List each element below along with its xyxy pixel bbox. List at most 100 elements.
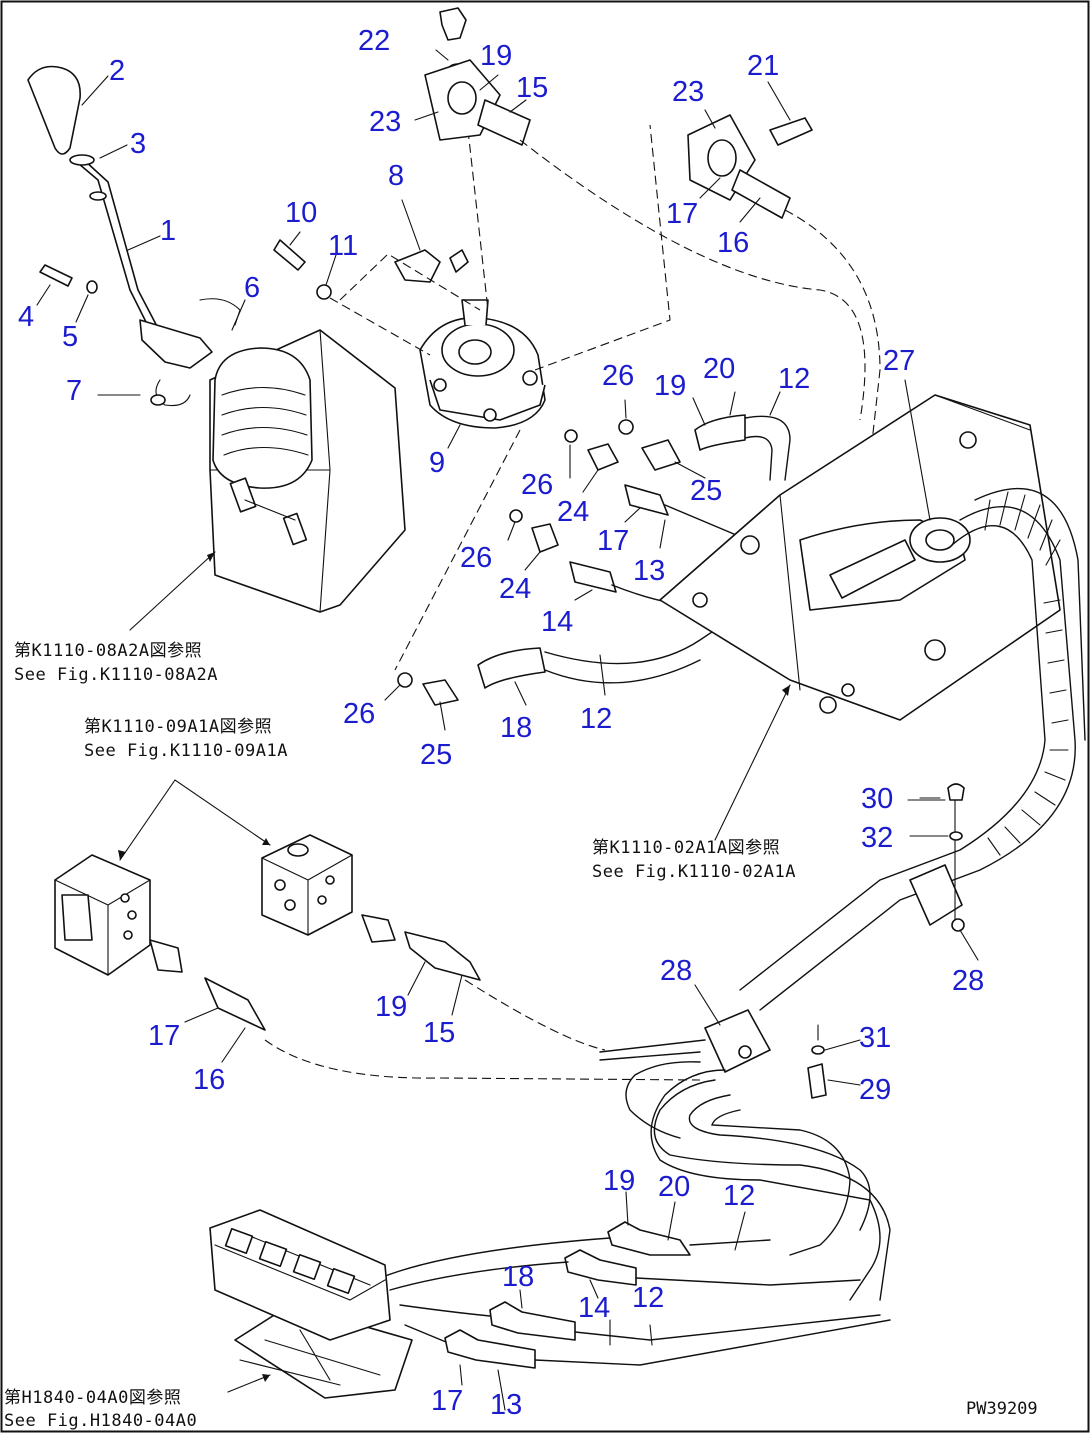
- bolt-21: [769, 117, 813, 146]
- bolt-10: [273, 239, 306, 271]
- label-26-c: 26: [460, 542, 492, 574]
- label-19-low: 19: [375, 991, 407, 1023]
- ref-jp-4: 第H1840-04A0図参照: [4, 1388, 181, 1408]
- label-18-mid: 18: [500, 712, 532, 744]
- label-19-bottom: 19: [603, 1165, 635, 1197]
- label-14-mid: 14: [541, 606, 573, 638]
- block-23-left: [424, 59, 531, 146]
- washer-32: [949, 831, 963, 841]
- label-16-top: 16: [717, 227, 749, 259]
- label-17-mid: 17: [597, 525, 629, 557]
- label-8: 8: [388, 160, 404, 192]
- figure-references: 第K1110-08A2A図参照 See Fig.K1110-08A2A 第K11…: [4, 641, 1038, 1431]
- label-26-a: 26: [602, 360, 634, 392]
- fitting-14-lower: [564, 1249, 637, 1286]
- joint-8: [394, 249, 469, 283]
- label-24-b: 24: [499, 573, 531, 605]
- label-1: 1: [160, 215, 176, 247]
- label-30: 30: [861, 783, 893, 815]
- label-15-top: 15: [516, 72, 548, 104]
- label-16-low: 16: [193, 1064, 225, 1096]
- label-13-mid: 13: [633, 555, 665, 587]
- hose-end-18: [477, 647, 546, 689]
- hose-bundle: [625, 1009, 891, 1301]
- valve-block-right: [261, 834, 353, 936]
- label-17-low: 17: [148, 1020, 180, 1052]
- label-15-low: 15: [423, 1017, 455, 1049]
- ref-en-1: See Fig.K1110-08A2A: [14, 665, 218, 685]
- label-19-mid: 19: [654, 370, 686, 402]
- fitting-left-a: [149, 939, 183, 973]
- fitting-19-20-lower: [607, 1221, 691, 1256]
- label-12-d: 12: [632, 1282, 664, 1314]
- pin-29: [807, 1063, 827, 1099]
- ref-jp-3: 第K1110-02A1A図参照: [592, 838, 780, 858]
- label-22: 22: [358, 25, 390, 57]
- label-28-a: 28: [660, 955, 692, 987]
- label-25-b: 25: [420, 739, 452, 771]
- hose-end-16-17: [204, 977, 266, 1031]
- label-2: 2: [109, 55, 125, 87]
- label-29: 29: [859, 1074, 891, 1106]
- washer-11: [316, 284, 332, 300]
- ref-en-3: See Fig.K1110-02A1A: [592, 862, 796, 882]
- valve-block-left: [54, 854, 151, 976]
- label-26-d: 26: [343, 698, 375, 730]
- label-7: 7: [66, 375, 82, 407]
- label-12-a: 12: [778, 363, 810, 395]
- ref-en-4: See Fig.H1840-04A0: [4, 1411, 197, 1431]
- ref-jp-1: 第K1110-08A2A図参照: [14, 641, 202, 661]
- fitting-14: [569, 561, 617, 593]
- clamp-28-right: [909, 864, 965, 932]
- leader-lines: [36, 49, 979, 1411]
- hose-end-20: [694, 414, 746, 451]
- label-11: 11: [328, 230, 358, 262]
- label-17-bottom: 17: [431, 1385, 463, 1417]
- fitting-25-b: [422, 679, 459, 706]
- hose-end-15-19: [404, 931, 481, 981]
- ref-en-2: See Fig.K1110-09A1A: [84, 741, 288, 761]
- block-23-right: [687, 114, 791, 219]
- label-9: 9: [429, 447, 445, 479]
- label-5: 5: [62, 321, 78, 353]
- label-12-b: 12: [580, 703, 612, 735]
- label-32: 32: [861, 822, 893, 854]
- corrugated-hose: [739, 487, 1086, 1011]
- label-23-left: 23: [369, 106, 401, 138]
- fitting-17-a: [624, 484, 669, 516]
- label-21: 21: [747, 50, 779, 82]
- ref-jp-2: 第K1110-09A1A図参照: [84, 717, 272, 737]
- label-13-bottom: 13: [490, 1389, 522, 1421]
- lever-bracket: [139, 298, 241, 407]
- drawing-code: PW39209: [966, 1399, 1038, 1419]
- ppc-valve: [419, 299, 546, 429]
- label-20-mid: 20: [703, 353, 735, 385]
- label-23-right: 23: [672, 76, 704, 108]
- bolt-30: [947, 783, 965, 801]
- control-lever: [27, 65, 161, 333]
- label-24-a: 24: [557, 496, 589, 528]
- label-20-bottom: 20: [658, 1171, 690, 1203]
- control-valve-bottom: [209, 1209, 413, 1399]
- label-28-b: 28: [952, 965, 984, 997]
- fitting-24-a: [587, 443, 619, 471]
- swivel-27: [799, 517, 971, 611]
- label-19-top: 19: [480, 40, 512, 72]
- control-box: [209, 329, 406, 613]
- label-31: 31: [859, 1022, 891, 1054]
- label-12-c: 12: [723, 1180, 755, 1212]
- label-3: 3: [130, 128, 146, 160]
- fitting-24-b: [531, 523, 559, 553]
- bolt-4: [39, 264, 98, 294]
- label-26-b: 26: [521, 469, 553, 501]
- label-17-top: 17: [666, 198, 698, 230]
- fitting-right-a: [361, 914, 396, 943]
- label-6: 6: [244, 272, 260, 304]
- top-cap-22: [439, 7, 467, 41]
- label-4: 4: [18, 301, 34, 333]
- label-25-a: 25: [690, 475, 722, 507]
- label-14-bottom: 14: [578, 1292, 610, 1324]
